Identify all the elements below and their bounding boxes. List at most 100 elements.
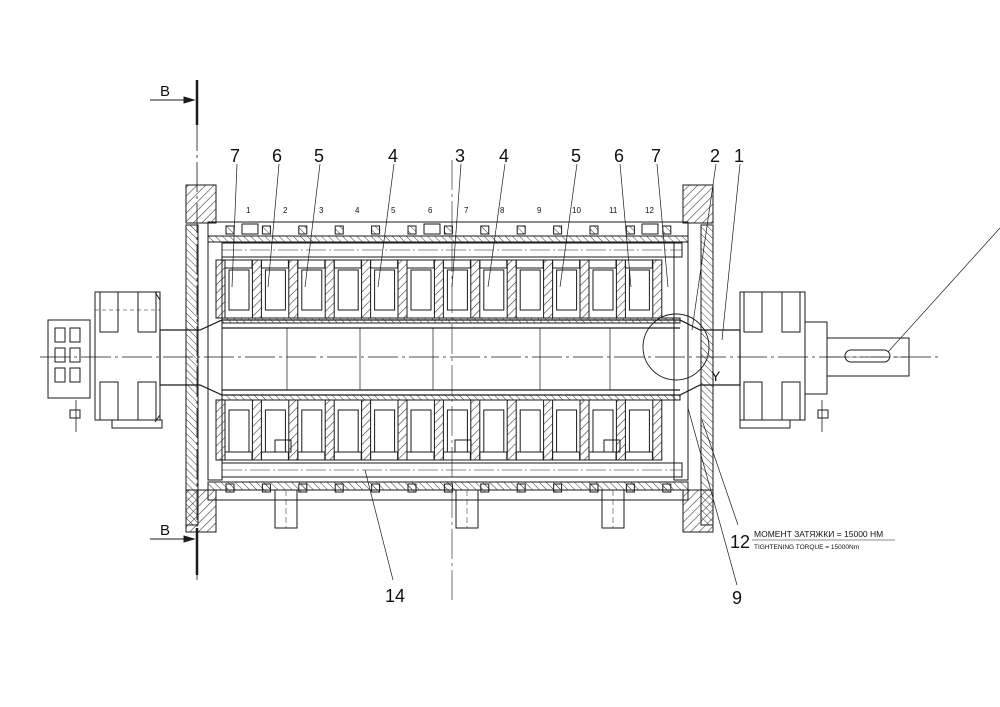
disc-web <box>324 259 335 319</box>
callout-5-left: 5 <box>314 146 324 166</box>
disc-number: 12 <box>645 206 654 215</box>
disc-web <box>361 259 372 319</box>
disc-number: 7 <box>464 206 469 215</box>
callout-9: 9 <box>732 588 742 608</box>
callout-5-right: 5 <box>571 146 581 166</box>
disc-web <box>288 399 299 461</box>
rim-tooth <box>516 225 526 235</box>
disc-window <box>374 269 396 311</box>
lifting-eye <box>454 439 472 453</box>
disc-rim <box>260 259 289 269</box>
disc-window <box>337 269 359 311</box>
disc-web <box>506 259 517 319</box>
callout-12: 12 <box>730 532 750 552</box>
disc-rim <box>588 259 617 269</box>
rim-tooth <box>407 483 417 493</box>
callout-4-right: 4 <box>499 146 509 166</box>
disc-web <box>506 399 517 461</box>
disc-rim <box>333 451 362 461</box>
rim-tooth <box>553 225 563 235</box>
disc-window <box>483 269 505 311</box>
disc-web <box>251 399 262 461</box>
rim-tooth <box>625 225 635 235</box>
disc-web <box>433 399 444 461</box>
rim-tooth <box>553 483 563 493</box>
disc-row-lower <box>215 399 672 493</box>
disc-web <box>615 259 626 319</box>
rim-tooth <box>371 225 381 235</box>
disc-web <box>579 259 590 319</box>
callouts-top: 7 6 5 4 3 4 5 6 7 2 1 <box>230 146 744 166</box>
disc-row-upper <box>207 223 689 481</box>
disc-window <box>374 409 396 453</box>
disc-numbers: 1 2 3 4 5 6 7 8 9 10 11 12 <box>246 206 654 215</box>
disc-rim <box>442 451 471 461</box>
callout-2: 2 <box>710 146 720 166</box>
lifting-eye <box>603 439 621 453</box>
rim-tooth <box>225 483 235 493</box>
disc-number: 1 <box>246 206 251 215</box>
rim-tooth <box>443 225 453 235</box>
disc-window <box>410 409 432 453</box>
rim-tooth <box>334 483 344 493</box>
disc-window <box>628 409 650 453</box>
disc-window <box>556 409 578 453</box>
disc-number: 5 <box>391 206 396 215</box>
disc-web <box>215 259 226 319</box>
callout-7-left: 7 <box>230 146 240 166</box>
disc-web <box>361 399 372 461</box>
disc-window <box>337 409 359 453</box>
disc-web <box>579 399 590 461</box>
disc-window <box>556 269 578 311</box>
disc-window <box>264 269 286 311</box>
disc-rim <box>515 451 544 461</box>
main-shaft <box>159 319 741 396</box>
disc-web <box>652 259 663 319</box>
disc-window <box>446 409 468 453</box>
disc-number: 11 <box>609 206 618 215</box>
disc-rim <box>297 451 326 461</box>
end-plate-left <box>207 241 223 481</box>
bearing-housing-left <box>94 291 163 429</box>
torque-note-ru: МОМЕНТ ЗАТЯЖКИ = 15000 НМ <box>754 529 883 539</box>
disc-number: 9 <box>537 206 542 215</box>
rim-tooth <box>662 483 672 493</box>
disc-rim <box>515 259 544 269</box>
rim-tooth <box>589 483 599 493</box>
shaft-end-right <box>826 337 910 377</box>
rim-tooth <box>662 225 672 235</box>
disc-rim <box>333 259 362 269</box>
disc-number: 10 <box>572 206 581 215</box>
lifting-eye <box>241 223 259 235</box>
disc-web <box>288 259 299 319</box>
rim-tooth <box>334 225 344 235</box>
callout-6-right: 6 <box>614 146 624 166</box>
lifting-eye <box>423 223 441 235</box>
disc-rim <box>588 451 617 461</box>
detail-y-circle <box>642 313 710 381</box>
rim-tooth <box>261 483 271 493</box>
callout-6-left: 6 <box>272 146 282 166</box>
disc-rim <box>624 451 653 461</box>
disc-number: 4 <box>355 206 360 215</box>
rim-tooth <box>371 483 381 493</box>
disc-web <box>215 399 226 461</box>
rim-tooth <box>407 225 417 235</box>
disc-window <box>483 409 505 453</box>
rim-tooth <box>261 225 271 235</box>
disc-window <box>228 409 250 453</box>
lifting-eye <box>274 439 292 453</box>
callout-4-left: 4 <box>388 146 398 166</box>
housing-wall-left <box>185 184 217 533</box>
disc-web <box>470 399 481 461</box>
disc-window <box>301 409 323 453</box>
disc-rim <box>224 259 253 269</box>
rim-tooth <box>443 483 453 493</box>
rotor-rim-top <box>207 221 689 243</box>
disc-rim <box>442 259 471 269</box>
leader-lines <box>231 163 1000 586</box>
disc-rim <box>552 451 581 461</box>
disc-rim <box>479 259 508 269</box>
rim-tooth <box>625 483 635 493</box>
